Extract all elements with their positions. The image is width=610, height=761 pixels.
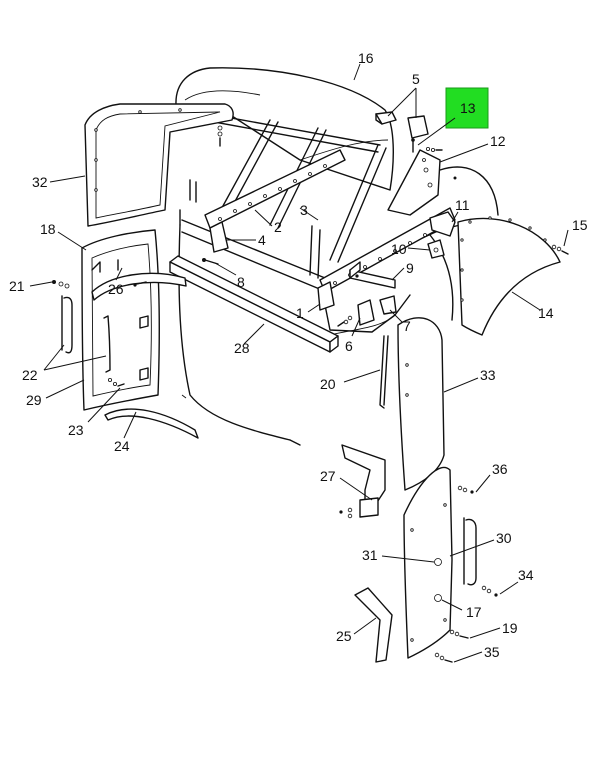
panel-part-30 [403,466,477,659]
callout-13[interactable]: 13 [460,100,476,116]
callout-8: 8 [237,274,245,290]
strip-part-24 [104,408,199,439]
callout-12: 12 [490,133,506,149]
bracket-part-27 [339,444,386,519]
callout-6: 6 [345,338,353,354]
rod-part-20 [379,335,389,409]
bracket-part-25 [354,587,393,663]
leader-lines [29,63,569,663]
screws-part-21 [52,280,70,289]
callout-2: 2 [274,219,282,235]
callout-20: 20 [320,376,336,392]
panel-part-32 [84,103,234,227]
bracket-part-1 [317,281,335,311]
callout-32: 32 [32,174,48,190]
bracket-part-6 [337,299,375,327]
callout-31: 31 [362,547,378,563]
callout-26: 26 [108,281,124,297]
callout-34: 34 [518,567,534,583]
callout-10: 10 [391,241,407,257]
callout-24: 24 [114,438,130,454]
callout-16: 16 [358,50,374,66]
callout-36: 36 [492,461,508,477]
rubber-bumpers-part-5 [375,111,429,139]
callout-9: 9 [406,260,414,276]
callout-33: 33 [480,367,496,383]
highlight-box-part-13 [445,87,489,129]
screws-part-35 [434,652,453,663]
screws-part-23 [108,377,125,387]
screws-part-36 [457,485,474,494]
bar-part-26 [91,272,187,301]
callout-17: 17 [466,604,482,620]
callout-25: 25 [336,628,352,644]
bracket-part-9 [349,261,396,289]
screws-part-34 [481,585,498,597]
fender-flare-part-14 [457,216,561,336]
callout-29: 29 [26,392,42,408]
roof-panel-part-16 [175,67,394,191]
screws-part-26 [133,281,147,287]
callout-22: 22 [22,367,38,383]
bracket-part-12 [387,146,443,216]
fastener-part-13 [411,138,415,153]
side-panel-part-18-29 [81,229,187,411]
callout-21: 21 [9,278,25,294]
callout-14: 14 [538,305,554,321]
screws-part-15 [453,176,569,255]
bracket-part-7 [379,295,397,315]
callout-4: 4 [258,232,266,248]
hinge-part-10 [427,239,445,259]
bracket-part-4 [209,221,229,253]
grab-handle-part-22 [61,295,73,354]
fender-edge [439,166,499,216]
callout-labels: 16 5 13 12 11 10 9 7 6 1 8 4 2 3 15 14 3… [9,50,588,660]
screws-top-left [217,125,223,147]
callout-30: 30 [496,530,512,546]
callout-1: 1 [296,305,304,321]
callout-18: 18 [40,221,56,237]
callout-27: 27 [320,468,336,484]
screws-part-19 [449,629,469,639]
callout-15: 15 [572,217,588,233]
callout-5: 5 [412,71,420,87]
callout-35: 35 [484,644,500,660]
panel-part-33 [397,317,445,491]
bracket-part-11 [429,211,456,237]
callout-11: 11 [455,197,470,213]
callout-28: 28 [234,340,250,356]
callout-19: 19 [502,620,518,636]
callout-3: 3 [300,202,308,218]
callout-7: 7 [403,318,411,334]
rail-part-28 [169,255,339,353]
callout-23: 23 [68,422,84,438]
